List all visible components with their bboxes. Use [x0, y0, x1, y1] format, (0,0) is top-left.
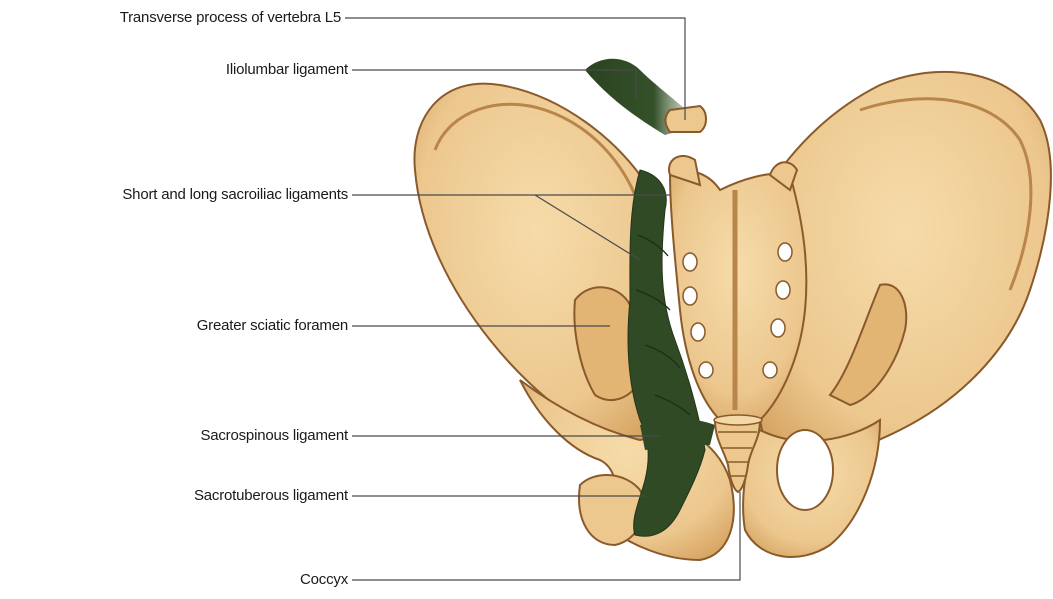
l5-transverse-process — [666, 106, 707, 132]
left-ischial-tuberosity — [579, 475, 644, 545]
label-coccyx: Coccyx — [300, 571, 348, 589]
label-sacroiliac-ligaments: Short and long sacroiliac ligaments — [122, 186, 348, 204]
label-sacrotuberous-ligament: Sacrotuberous ligament — [194, 487, 348, 505]
right-obturator-foramen — [777, 430, 833, 510]
label-greater-sciatic-foramen: Greater sciatic foramen — [197, 317, 348, 335]
label-transverse-process: Transverse process of vertebra L5 — [120, 9, 341, 27]
label-iliolumbar-ligament: Iliolumbar ligament — [226, 61, 348, 79]
label-sacrospinous-ligament: Sacrospinous ligament — [200, 427, 348, 445]
